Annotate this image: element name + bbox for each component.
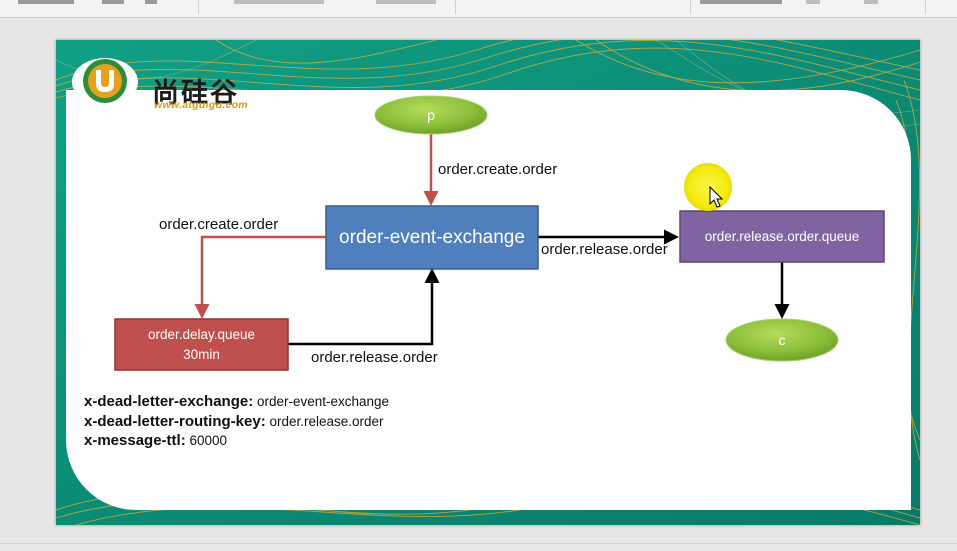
logo-name: 尚硅谷 (152, 78, 239, 109)
arg-value: order.release.order (269, 414, 384, 429)
consumer-node[interactable] (725, 318, 839, 362)
toolbar (0, 0, 957, 18)
release-queue-node[interactable] (679, 210, 885, 263)
slide: 尚硅谷 www.atguigu.com (56, 40, 920, 525)
edge-label-exchange-to-delay: order.create.order (159, 216, 279, 233)
edge-label-p-to-exchange: order.create.order (438, 161, 558, 178)
status-bar (0, 543, 957, 551)
exchange-node[interactable] (325, 205, 539, 270)
content-panel (66, 90, 911, 510)
delay-queue-node[interactable] (114, 318, 289, 371)
cursor-highlight (684, 163, 732, 211)
producer-node[interactable] (374, 95, 488, 135)
arg-key: x-dead-letter-routing-key: (84, 413, 266, 430)
logo-url: www.atguigu.com (154, 99, 248, 111)
edge-exchange-to-delay-queue (194, 235, 326, 319)
delay-queue-name: order.delay.queue (147, 326, 256, 342)
queue-arg-dead-letter-routing-key: x-dead-letter-routing-key: order.release… (84, 413, 384, 430)
delay-queue-label: order.delay.queue 30min (115, 319, 288, 370)
atguigu-logo: 尚硅谷 www.atguigu.com (70, 52, 290, 112)
delay-queue-ttl: 30min (183, 346, 220, 362)
edge-delay-queue-to-exchange (288, 268, 440, 346)
edge-label-delay-to-exchange: order.release.order (311, 349, 438, 366)
arg-value: order-event-exchange (256, 394, 390, 409)
exchange-label: order-event-exchange (339, 226, 525, 248)
queue-arg-message-ttl: x-message-ttl: 60000 (84, 432, 227, 449)
producer-label: p (427, 107, 435, 123)
consumer-label: c (778, 332, 786, 348)
arg-key: x-message-ttl: (84, 432, 186, 449)
queue-arg-dead-letter-exchange: x-dead-letter-exchange: order-event-exch… (84, 393, 389, 410)
mouse-pointer-icon (709, 185, 724, 208)
logo-u-icon (72, 58, 138, 106)
arg-value: 60000 (189, 433, 228, 448)
edge-label-exchange-to-release: order.release.order (541, 241, 668, 258)
release-queue-label: order.release.order.queue (704, 229, 860, 244)
arg-key: x-dead-letter-exchange: (84, 393, 254, 410)
